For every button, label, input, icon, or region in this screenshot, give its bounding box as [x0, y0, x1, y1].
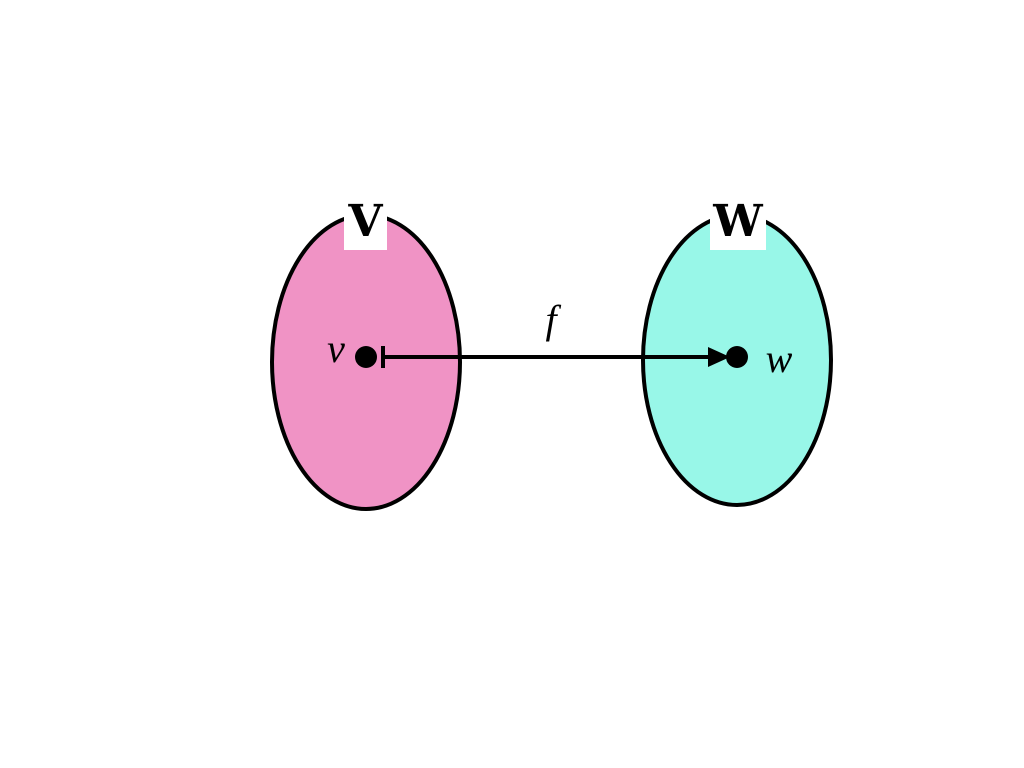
codomain-element-dot [726, 346, 748, 368]
domain-element-dot [355, 346, 377, 368]
arrowhead [708, 347, 730, 367]
codomain-element: w [726, 336, 793, 381]
mapping-label: f [545, 297, 561, 342]
domain-set-title: V [347, 196, 383, 247]
codomain-set-title-backdrop [710, 198, 766, 250]
codomain-set-title: W [712, 196, 763, 247]
domain-element-label: v [327, 326, 345, 371]
codomain-element-label: w [766, 336, 793, 381]
domain-set-title-backdrop [344, 198, 387, 250]
domain-element: v [327, 326, 377, 371]
